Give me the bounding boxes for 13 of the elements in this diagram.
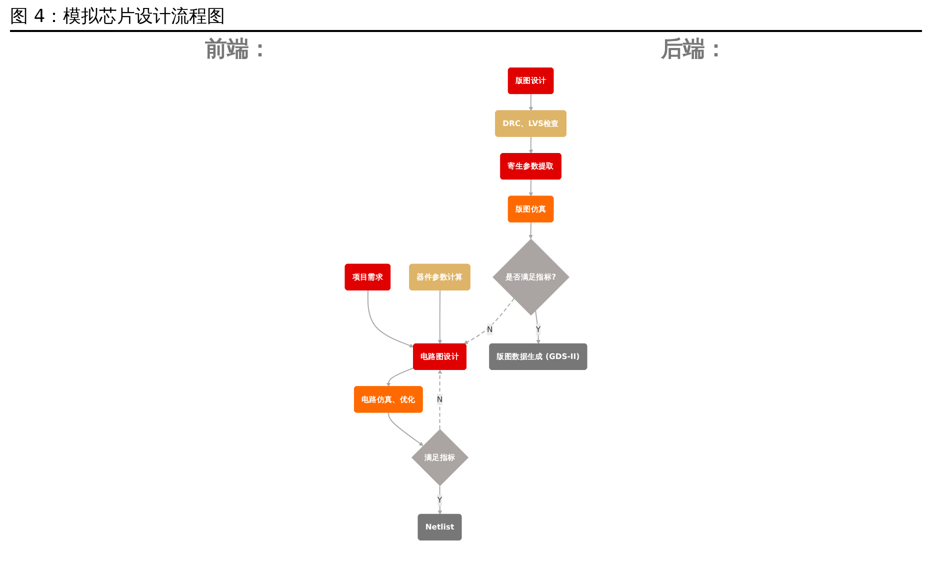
arrow <box>388 412 424 446</box>
arrow <box>528 94 534 112</box>
arrow <box>528 136 534 154</box>
arrow <box>528 179 534 197</box>
figure-title: 图 4：模拟芯片设计流程图 <box>10 4 922 32</box>
arrow <box>367 290 414 348</box>
arrow <box>528 222 533 240</box>
arrow <box>386 367 414 387</box>
arrow <box>438 290 442 344</box>
section-heading: 前端： <box>205 36 271 64</box>
arrow <box>464 298 514 344</box>
arrow <box>438 370 442 430</box>
section-heading: 后端： <box>661 36 727 64</box>
